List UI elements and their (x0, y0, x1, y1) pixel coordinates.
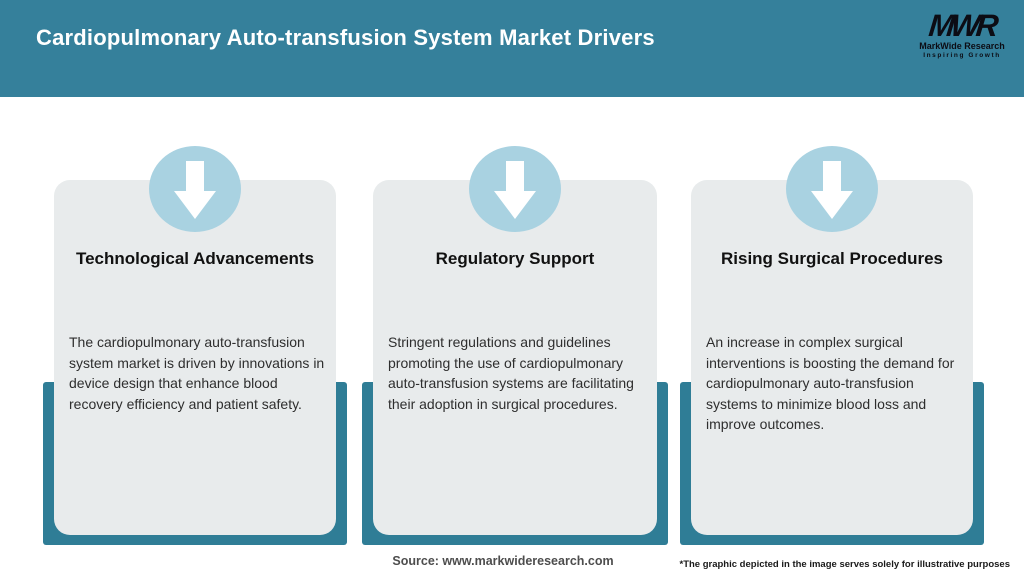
logo-tagline: Inspiring Growth (923, 52, 1001, 59)
driver-card: Regulatory Support Stringent regulations… (373, 180, 657, 535)
logo-monogram: MWR (927, 8, 997, 43)
driver-column-3: Rising Surgical Procedures An increase i… (680, 146, 984, 545)
markwide-logo: MWR MarkWide Research Inspiring Growth (914, 8, 1010, 60)
driver-card: Rising Surgical Procedures An increase i… (691, 180, 973, 535)
driver-card: Technological Advancements The cardiopul… (54, 180, 336, 535)
logo-name: MarkWide Research (919, 41, 1005, 51)
source-text: Source: www.markwideresearch.com (392, 554, 614, 568)
driver-column-2: Regulatory Support Stringent regulations… (362, 146, 668, 545)
card-body: An increase in complex surgical interven… (706, 334, 955, 432)
card-title: Rising Surgical Procedures (720, 249, 943, 268)
card-title: Regulatory Support (435, 249, 595, 268)
header-bar: Cardiopulmonary Auto-transfusion System … (0, 0, 1024, 97)
page-title: Cardiopulmonary Auto-transfusion System … (36, 25, 655, 50)
down-arrow-icon (469, 146, 561, 232)
down-arrow-icon (786, 146, 878, 232)
disclaimer-text: *The graphic depicted in the image serve… (679, 559, 1011, 570)
card-title: Technological Advancements (75, 249, 315, 268)
down-arrow-icon (149, 146, 241, 232)
card-body: The cardiopulmonary auto-transfusion sys… (69, 334, 325, 412)
card-body: Stringent regulations and guidelines pro… (388, 334, 634, 412)
driver-column-1: Technological Advancements The cardiopul… (43, 146, 347, 545)
